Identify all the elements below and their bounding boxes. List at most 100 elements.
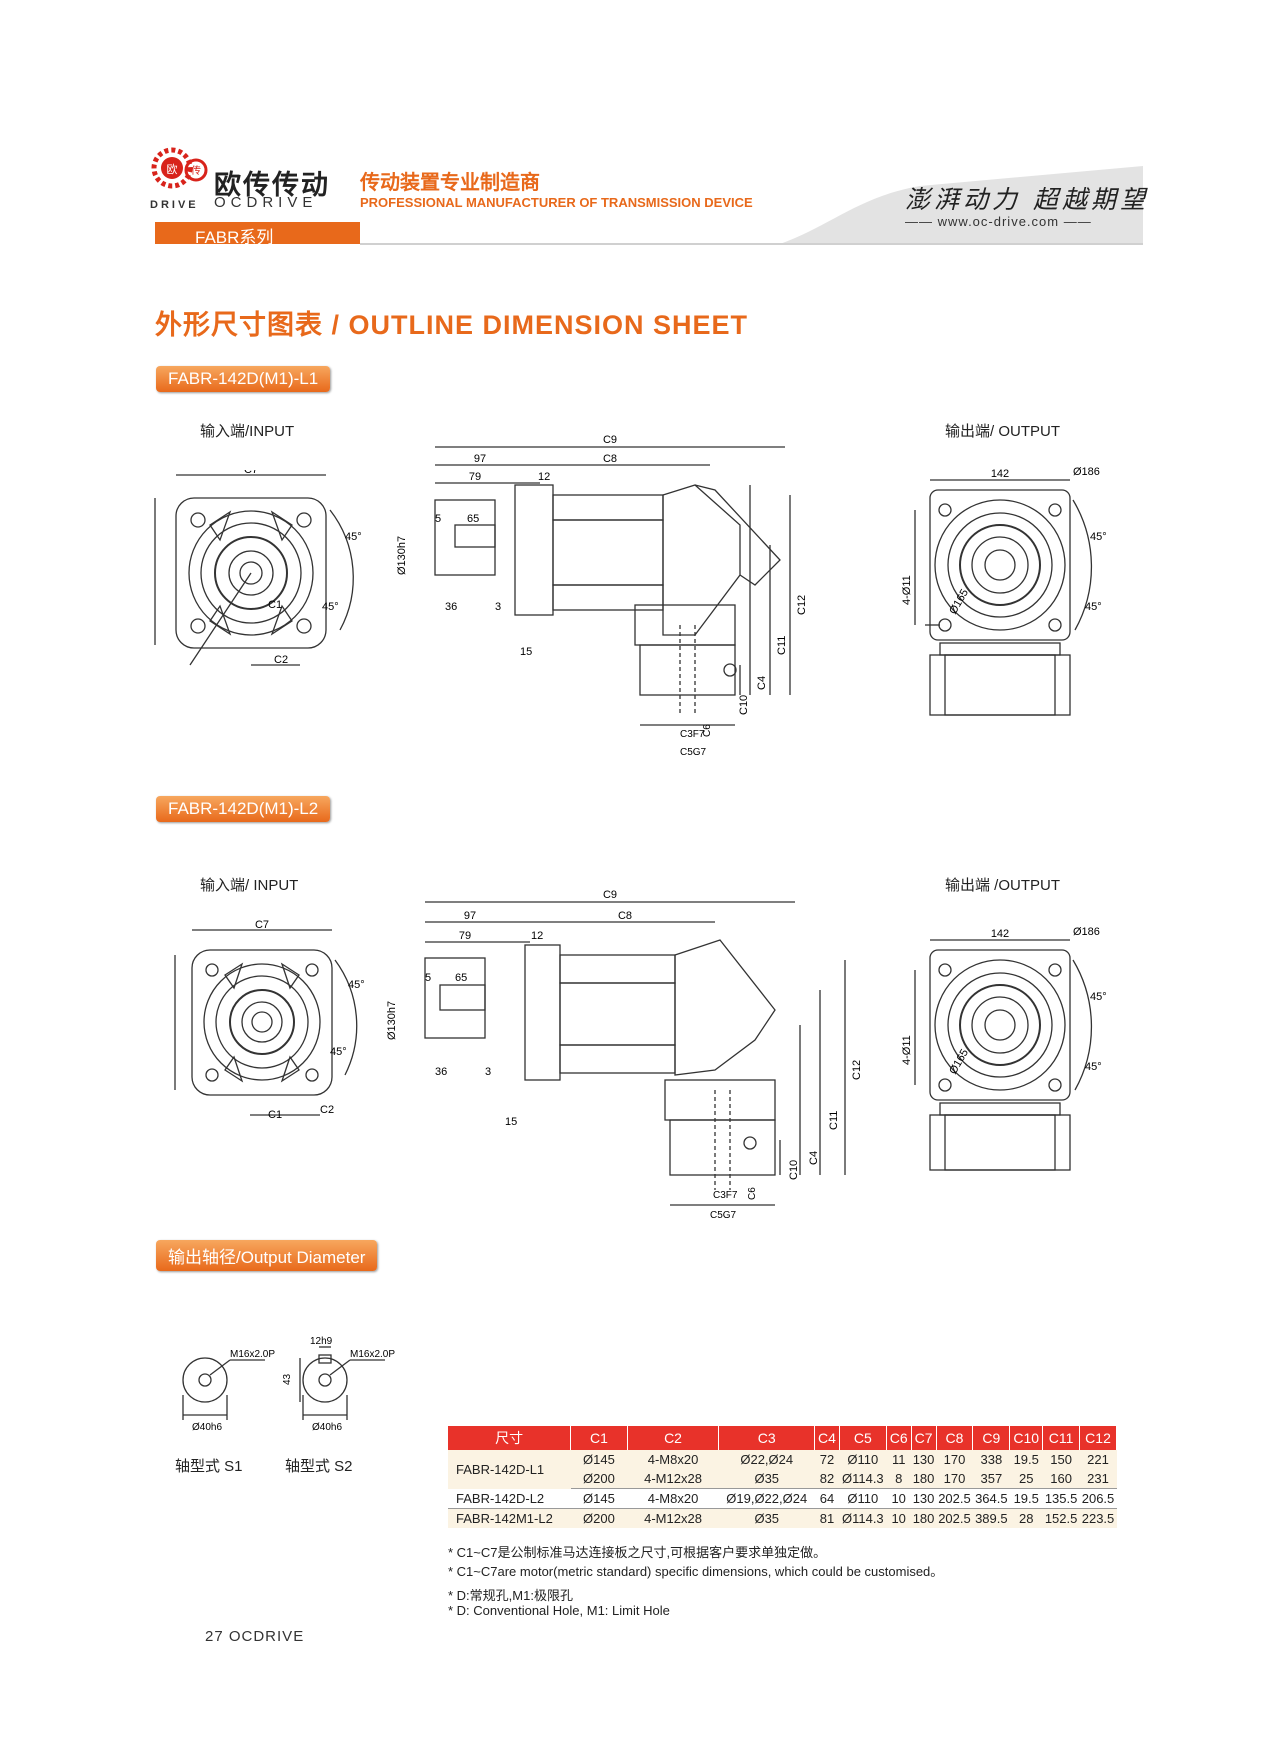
note-4: * D: Conventional Hole, M1: Limit Hole bbox=[448, 1603, 670, 1618]
dim-45b: 45° bbox=[322, 601, 339, 613]
table-row: FABR-142M1-L2 Ø200 4-M12x28 Ø35 81 Ø114.… bbox=[448, 1508, 1117, 1528]
cell-c5: Ø110 bbox=[839, 1488, 887, 1509]
cell-c10: 19.5 bbox=[1009, 1488, 1043, 1509]
cell-c10: 28 bbox=[1009, 1508, 1043, 1528]
website: —— www.oc-drive.com —— bbox=[905, 214, 1092, 229]
tagline-cn: 传动装置专业制造商 bbox=[360, 172, 540, 194]
cell-c2: 4-M8x20 bbox=[627, 1450, 719, 1469]
dim-holes-l2: 4-Ø11 bbox=[901, 1035, 913, 1065]
dim-c6: C6 bbox=[702, 724, 713, 737]
cell-c9: 389.5 bbox=[972, 1508, 1010, 1528]
dim-3-l2: 3 bbox=[485, 1066, 491, 1078]
dim-c3-l2: C3F7 bbox=[713, 1190, 738, 1201]
dim-79-l2: 79 bbox=[459, 930, 471, 942]
cell-c8: 170 bbox=[936, 1450, 973, 1469]
col-c12: C12 bbox=[1079, 1426, 1117, 1450]
cell-c7: 180 bbox=[911, 1469, 937, 1489]
dim-97: 97 bbox=[474, 453, 486, 465]
shaft-diagrams: M16x2.0P Ø40h6 12h9 43 M16x2.0P Ø40h6 bbox=[182, 1336, 395, 1433]
col-c10: C10 bbox=[1009, 1426, 1044, 1450]
cell-model: FABR-142M1-L2 bbox=[448, 1508, 571, 1528]
l2-output-view: 142 Ø186 45° 45° 4-Ø11 Ø165 bbox=[901, 926, 1107, 1171]
dim-c1-l2: C1 bbox=[268, 1109, 282, 1121]
dim-45a: 45° bbox=[345, 531, 362, 543]
dim-c3: C3F7 bbox=[680, 729, 705, 740]
dim-165: Ø165 bbox=[947, 587, 971, 616]
dim-45d: 45° bbox=[1085, 601, 1102, 613]
cell-c11: 152.5 bbox=[1042, 1508, 1080, 1528]
shaft-thread-s2: M16x2.0P bbox=[350, 1349, 395, 1360]
dim-c11: C11 bbox=[776, 636, 788, 655]
col-c6: C6 bbox=[886, 1426, 912, 1450]
cell-c5: Ø114.3 bbox=[839, 1508, 887, 1528]
cell-c3: Ø35 bbox=[718, 1469, 815, 1489]
cell-c1: Ø145 bbox=[570, 1450, 628, 1469]
cell-c1: Ø145 bbox=[570, 1488, 628, 1509]
dim-c9: C9 bbox=[603, 434, 617, 446]
series-label: FABR系列 bbox=[195, 228, 274, 247]
table-row: FABR-142D-L1 Ø145 4-M8x20 Ø22,Ø24 72 Ø11… bbox=[448, 1450, 1117, 1489]
dim-c12-l2: C12 bbox=[851, 1060, 863, 1080]
cell-c8: 202.5 bbox=[936, 1488, 973, 1509]
col-c2: C2 bbox=[627, 1426, 720, 1450]
company-logo: 欧 传 bbox=[150, 146, 212, 208]
l1-input-view: C7 45° 45° C1 C2 bbox=[154, 470, 362, 666]
section-l2-label: FABR-142D(M1)-L2 bbox=[156, 796, 331, 822]
dim-c7-l2: C7 bbox=[255, 920, 269, 931]
cell-c4: 72 bbox=[814, 1450, 840, 1469]
logo-letter-1: 欧 bbox=[167, 163, 178, 176]
cell-c5: Ø110 bbox=[839, 1450, 887, 1469]
dim-45f: 45° bbox=[330, 1046, 347, 1058]
cell-c11: 160 bbox=[1042, 1469, 1080, 1489]
cell-c9: 357 bbox=[972, 1469, 1010, 1489]
dim-36-l2: 36 bbox=[435, 1066, 447, 1078]
dim-3: 3 bbox=[495, 601, 501, 613]
dim-5: 5 bbox=[435, 513, 441, 525]
dim-15-l2: 15 bbox=[505, 1116, 517, 1128]
dim-holes: 4-Ø11 bbox=[901, 575, 913, 605]
dim-65-l2: 65 bbox=[455, 972, 467, 984]
cell-c12: 206.5 bbox=[1079, 1488, 1117, 1509]
dim-186-l2: Ø186 bbox=[1073, 926, 1100, 938]
logo-letter-2: 传 bbox=[191, 165, 201, 177]
dim-12-l2: 12 bbox=[531, 930, 543, 942]
cell-c1: Ø200 bbox=[570, 1508, 628, 1528]
dim-c8-l2: C8 bbox=[618, 910, 632, 922]
series-line bbox=[360, 243, 1143, 245]
cell-c10: 19.5 bbox=[1009, 1450, 1043, 1469]
cell-c4: 82 bbox=[814, 1469, 840, 1489]
output-label-l2: 输出端 /OUTPUT bbox=[945, 877, 1060, 894]
dim-c5-l2: C5G7 bbox=[710, 1210, 737, 1220]
shaft-thread-s1: M16x2.0P bbox=[230, 1349, 275, 1360]
section-shaft-label: 输出轴径/Output Diameter bbox=[156, 1240, 378, 1271]
dim-45g: 45° bbox=[1090, 991, 1107, 1003]
dim-130-l2: Ø130h7 bbox=[386, 1001, 398, 1040]
dim-c11-l2: C11 bbox=[828, 1111, 840, 1130]
series-bar bbox=[155, 222, 360, 244]
dim-c4-l2: C4 bbox=[808, 1151, 820, 1165]
cell-c11: 135.5 bbox=[1042, 1488, 1080, 1509]
cell-c2: 4-M8x20 bbox=[627, 1488, 719, 1509]
cell-c7: 130 bbox=[911, 1488, 937, 1509]
cell-c2: 4-M12x28 bbox=[627, 1508, 719, 1528]
dim-c9-l2: C9 bbox=[603, 889, 617, 901]
tagline-en: PROFESSIONAL MANUFACTURER OF TRANSMISSIO… bbox=[360, 195, 753, 210]
col-c5: C5 bbox=[839, 1426, 887, 1450]
cell-c11: 150 bbox=[1042, 1450, 1080, 1469]
cell-c7: 180 bbox=[911, 1508, 937, 1528]
l1-output-view: 142 Ø186 45° 45° 4-Ø11 Ø165 bbox=[901, 466, 1107, 716]
input-label-l2: 输入端/ INPUT bbox=[200, 877, 299, 894]
table-header-row: 尺寸 C1 C2 C3 C4 C5 C6 C7 C8 C9 C10 C11 C1… bbox=[448, 1426, 1117, 1450]
cell-model: FABR-142D-L1 bbox=[448, 1450, 571, 1489]
dim-97-l2: 97 bbox=[464, 910, 476, 922]
dim-c8: C8 bbox=[603, 453, 617, 465]
table-row: FABR-142D-L2 Ø145 4-M8x20 Ø19,Ø22,Ø24 64… bbox=[448, 1488, 1117, 1509]
cell-c6: 11 bbox=[886, 1450, 912, 1469]
dim-c12: C12 bbox=[796, 595, 808, 615]
cell-c5: Ø114.3 bbox=[839, 1469, 887, 1489]
dim-79: 79 bbox=[469, 471, 481, 483]
dim-c2: C2 bbox=[274, 654, 288, 666]
col-c7: C7 bbox=[911, 1426, 937, 1450]
header-grey-band bbox=[780, 166, 1143, 244]
col-c8: C8 bbox=[936, 1426, 974, 1450]
